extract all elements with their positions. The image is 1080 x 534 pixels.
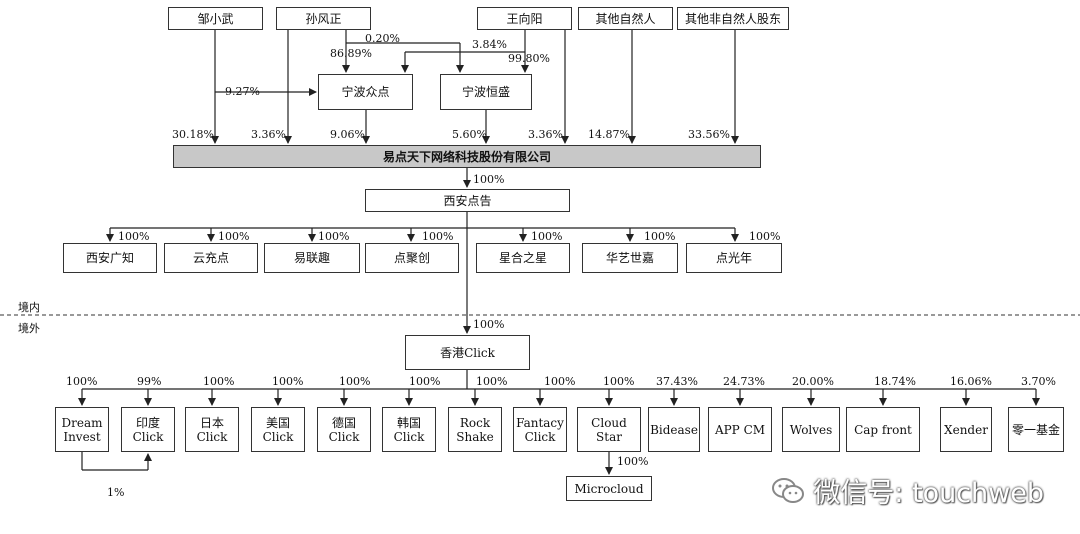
pct-overseas-subsidiary: 99% — [137, 375, 162, 388]
overseas-subsidiary: 日本 Click — [185, 407, 239, 452]
overseas-subsidiary: Fantacy Click — [513, 407, 567, 452]
watermark-text: 微信号: touchweb — [813, 478, 1044, 509]
pct-cloudstar-to-microcloud: 100% — [617, 455, 649, 468]
overseas-subsidiary: Dream Invest — [55, 407, 109, 452]
overseas-subsidiary: Cap front — [846, 407, 920, 452]
subsidiary-hk-click: 香港Click — [405, 335, 530, 370]
pct-overseas-subsidiary: 100% — [409, 375, 441, 388]
shareholder-wang: 王向阳 — [477, 7, 572, 30]
domestic-subsidiary: 星合之星 — [476, 243, 570, 273]
overseas-subsidiary: Rock Shake — [448, 407, 502, 452]
pct-overseas-subsidiary: 3.70% — [1021, 375, 1056, 388]
wechat-watermark: 微信号: touchweb — [771, 471, 1044, 510]
overseas-subsidiary: 印度 Click — [121, 407, 175, 452]
pct-overseas-subsidiary: 100% — [66, 375, 98, 388]
pct-domestic-subsidiary: 100% — [644, 230, 676, 243]
domestic-subsidiary: 云充点 — [164, 243, 258, 273]
holding-hengsheng: 宁波恒盛 — [440, 74, 532, 110]
pct-wang-to-hengsheng: 99.80% — [508, 52, 550, 65]
pct-main-to-xian: 100% — [473, 173, 505, 186]
pct-overseas-subsidiary: 100% — [603, 375, 635, 388]
overseas-subsidiary: Xender — [940, 407, 992, 452]
pct-overseas-subsidiary: 18.74% — [874, 375, 916, 388]
shareholder-zou: 邹小武 — [168, 7, 263, 30]
subsidiary-xian-diangao: 西安点告 — [365, 189, 570, 212]
pct-domestic-subsidiary: 100% — [531, 230, 563, 243]
pct-domestic-subsidiary: 100% — [422, 230, 454, 243]
pct-sun-direct: 3.36% — [251, 128, 286, 141]
pct-overseas-subsidiary: 37.43% — [656, 375, 698, 388]
zone-overseas-label: 境外 — [18, 322, 40, 335]
shareholder-other-nonnatural: 其他非自然人股东 — [677, 7, 789, 30]
shareholder-other-natural: 其他自然人 — [578, 7, 673, 30]
pct-overseas-subsidiary: 100% — [544, 375, 576, 388]
overseas-subsidiary: APP CM — [708, 407, 772, 452]
main-company: 易点天下网络科技股份有限公司 — [173, 145, 761, 168]
pct-other-nonnatural: 33.56% — [688, 128, 730, 141]
shareholder-sun: 孙风正 — [276, 7, 371, 30]
pct-sun-to-zhongdian: 86.89% — [330, 47, 372, 60]
pct-wang-to-zhongdian: 3.84% — [472, 38, 507, 51]
pct-zou-direct: 30.18% — [172, 128, 214, 141]
pct-domestic-subsidiary: 100% — [318, 230, 350, 243]
domestic-subsidiary: 西安广知 — [63, 243, 157, 273]
wechat-icon — [772, 477, 805, 503]
pct-overseas-subsidiary: 100% — [476, 375, 508, 388]
overseas-subsidiary: 韩国 Click — [382, 407, 436, 452]
pct-domestic-subsidiary: 100% — [218, 230, 250, 243]
pct-zou-to-zhongdian: 9.27% — [225, 85, 260, 98]
pct-hengsheng-to-main: 5.60% — [452, 128, 487, 141]
pct-overseas-subsidiary: 20.00% — [792, 375, 834, 388]
domestic-subsidiary: 点聚创 — [365, 243, 459, 273]
pct-overseas-subsidiary: 24.73% — [723, 375, 765, 388]
pct-sun-to-hengsheng: 0.20% — [365, 32, 400, 45]
pct-wang-direct: 3.36% — [528, 128, 563, 141]
overseas-subsidiary: 美国 Click — [251, 407, 305, 452]
domestic-subsidiary: 点光年 — [686, 243, 782, 273]
subsidiary-microcloud: Microcloud — [566, 476, 652, 501]
holding-zhongdian: 宁波众点 — [318, 74, 413, 110]
overseas-subsidiary: Wolves — [782, 407, 840, 452]
domestic-subsidiary: 华艺世嘉 — [582, 243, 678, 273]
pct-zhongdian-to-main: 9.06% — [330, 128, 365, 141]
pct-domestic-subsidiary: 100% — [749, 230, 781, 243]
pct-to-hk: 100% — [473, 318, 505, 331]
overseas-subsidiary: Bidease — [648, 407, 700, 452]
domestic-subsidiary: 易联趣 — [264, 243, 360, 273]
pct-india-to-dream: 1% — [107, 486, 125, 499]
pct-overseas-subsidiary: 100% — [203, 375, 235, 388]
pct-overseas-subsidiary: 100% — [339, 375, 371, 388]
zone-domestic-label: 境内 — [18, 301, 40, 314]
pct-overseas-subsidiary: 100% — [272, 375, 304, 388]
overseas-subsidiary: 零一基金 — [1008, 407, 1064, 452]
pct-domestic-subsidiary: 100% — [118, 230, 150, 243]
pct-other-natural: 14.87% — [588, 128, 630, 141]
overseas-subsidiary: Cloud Star — [577, 407, 641, 452]
pct-overseas-subsidiary: 16.06% — [950, 375, 992, 388]
overseas-subsidiary: 德国 Click — [317, 407, 371, 452]
